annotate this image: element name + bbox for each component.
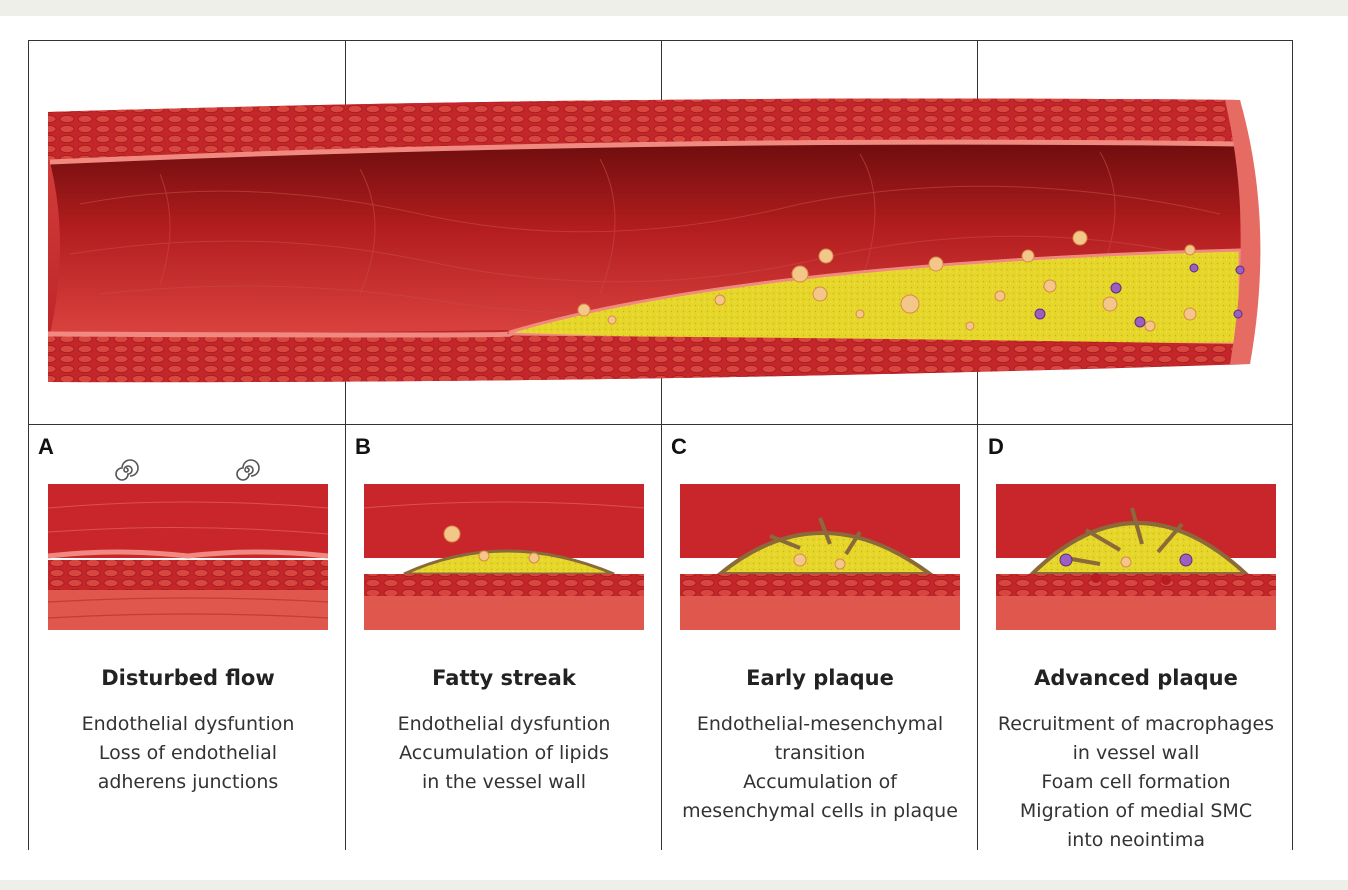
figure: A B C D	[0, 16, 1348, 880]
divider-cd	[977, 40, 978, 850]
figure-frame	[28, 40, 1293, 850]
stage-description-d: Recruitment of macrophages in vessel wal…	[997, 713, 1275, 851]
panel-letter-b: B	[355, 434, 371, 459]
thumbnail-disturbed-flow	[48, 484, 328, 630]
stage-description-a: Endothelial dysfuntion Loss of endotheli…	[81, 713, 295, 793]
thumbnail-fatty-streak	[364, 484, 644, 630]
panel-letter-d: D	[988, 434, 1004, 459]
divider-bc	[661, 40, 662, 850]
stage-title-d: Advanced plaque	[1034, 666, 1238, 690]
stage-title-a: Disturbed flow	[101, 666, 275, 690]
stage-description-c: Endothelial-mesenchymal transition Accum…	[682, 713, 958, 822]
swirl-icon	[115, 459, 139, 481]
divider-horizontal	[28, 424, 1293, 425]
thumbnail-advanced-plaque	[996, 484, 1276, 630]
panel-letter-a: A	[38, 434, 54, 459]
stage-title-b: Fatty streak	[432, 666, 576, 690]
divider-ab	[345, 40, 346, 850]
stage-title-c: Early plaque	[746, 666, 894, 690]
swirl-icon	[236, 459, 260, 481]
stage-description-b: Endothelial dysfuntion Accumulation of l…	[397, 713, 611, 793]
artery-longitudinal-illustration	[47, 98, 1261, 383]
thumbnail-early-plaque	[680, 484, 960, 630]
panel-letter-c: C	[671, 434, 687, 459]
